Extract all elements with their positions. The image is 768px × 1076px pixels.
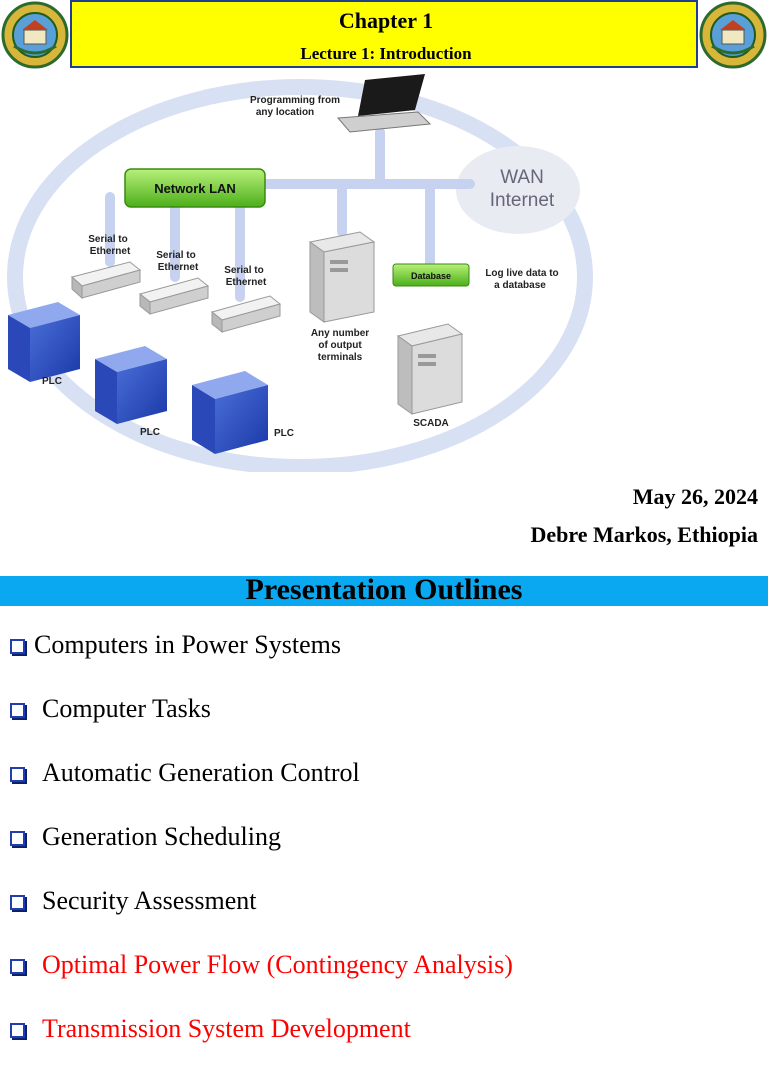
outline-item: Computers in Power Systems	[0, 628, 768, 692]
serial-label-2b: Ethernet	[158, 262, 199, 273]
programming-label-2: any location	[256, 107, 314, 118]
outline-item: Automatic Generation Control	[0, 756, 768, 820]
outline-item: Security Assessment	[0, 884, 768, 948]
lecture-date: May 26, 2024	[632, 484, 758, 509]
plc-label-2: PLC	[140, 427, 160, 438]
outline-item-text: Computers in Power Systems	[34, 630, 341, 659]
internet-label: Internet	[490, 190, 555, 211]
log-label-1: Log live data to	[485, 268, 558, 279]
scada-label: SCADA	[413, 418, 449, 429]
serial-converter-icon	[138, 277, 210, 316]
laptop-icon	[336, 74, 432, 133]
checkbox-bullet-icon	[10, 1023, 25, 1038]
university-logo-left	[0, 0, 70, 70]
plc-cube-icon	[192, 371, 268, 454]
outline-item-text: Computer Tasks	[42, 694, 211, 723]
terminals-label-1: Any number	[311, 328, 369, 339]
programming-label-1: Programming from	[250, 95, 340, 106]
chapter-title: Chapter 1	[338, 8, 434, 33]
lecture-title: Lecture 1: Introduction	[300, 44, 472, 63]
university-logo-right	[698, 0, 768, 70]
serial-label-3a: Serial to	[224, 265, 263, 276]
serial-label-2a: Serial to	[156, 250, 195, 261]
terminals-label-3: terminals	[318, 352, 363, 363]
outline-item-text: Automatic Generation Control	[42, 758, 360, 787]
checkbox-bullet-icon	[10, 895, 25, 910]
database-label: Database	[411, 271, 451, 281]
outline-item-text: Generation Scheduling	[42, 822, 281, 851]
outline-list: Computers in Power Systems Computer Task…	[0, 628, 768, 1076]
outline-item-highlighted: Transmission System Development	[0, 1012, 768, 1076]
wan-cloud	[456, 146, 580, 234]
serial-label-1b: Ethernet	[90, 246, 131, 257]
scada-server-icon	[396, 323, 464, 415]
plc-label-1: PLC	[42, 376, 62, 387]
serial-converter-icon	[210, 295, 282, 334]
wan-label: WAN	[500, 167, 544, 188]
terminals-label-2: of output	[318, 340, 362, 351]
outline-item-text: Security Assessment	[42, 886, 257, 915]
serial-label-1a: Serial to	[88, 234, 127, 245]
outline-item: Computer Tasks	[0, 692, 768, 756]
plc-cube-icon	[8, 302, 80, 382]
checkbox-bullet-icon	[10, 959, 25, 974]
slide-header: Chapter 1 Lecture 1: Introduction	[0, 0, 768, 70]
checkbox-bullet-icon	[10, 703, 25, 718]
database-box	[392, 263, 470, 287]
lecture-location: Debre Markos, Ethiopia	[530, 522, 758, 547]
checkbox-bullet-icon	[10, 639, 25, 654]
outline-heading-bar: Presentation Outlines	[0, 573, 768, 606]
log-label-2: a database	[494, 280, 546, 291]
serial-label-3b: Ethernet	[226, 277, 267, 288]
plc-label-3: PLC	[274, 428, 294, 439]
outline-item-text: Optimal Power Flow (Contingency Analysis…	[42, 950, 513, 979]
outline-title: Presentation Outlines	[245, 573, 523, 606]
outline-item: Generation Scheduling	[0, 820, 768, 884]
checkbox-bullet-icon	[10, 831, 25, 846]
serial-converter-icon	[70, 261, 142, 300]
network-lan-box	[124, 168, 266, 208]
title-band: Chapter 1 Lecture 1: Introduction	[70, 0, 698, 68]
plc-cube-icon	[95, 346, 167, 424]
outline-item-highlighted: Optimal Power Flow (Contingency Analysis…	[0, 948, 768, 1012]
outline-item-text: Transmission System Development	[42, 1014, 411, 1043]
terminal-tower-icon	[308, 231, 376, 323]
network-lan-label: Network LAN	[154, 181, 236, 196]
scada-network-diagram: Programming from any location Network LA…	[7, 74, 593, 472]
checkbox-bullet-icon	[10, 767, 25, 782]
